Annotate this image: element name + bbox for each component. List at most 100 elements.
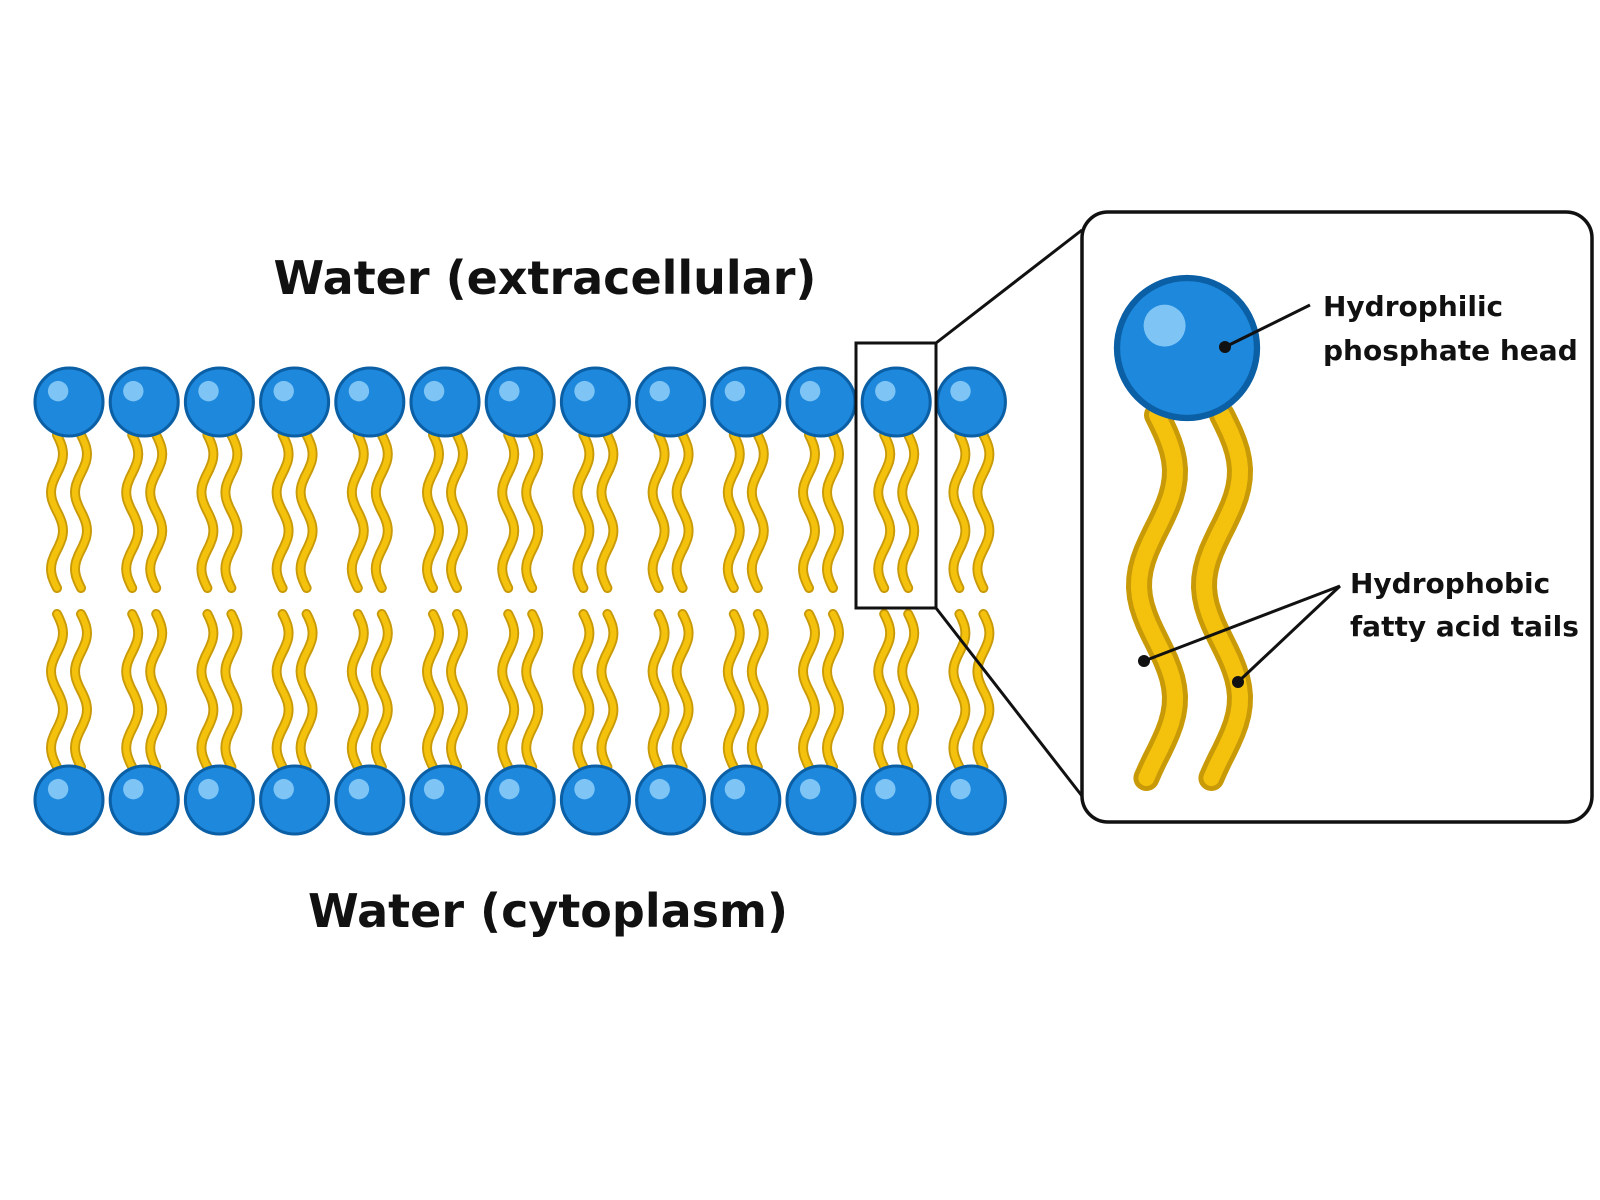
upper-tail-2a [123, 431, 142, 592]
tail-label-line-1: Hydrophobic [1350, 567, 1550, 600]
lower-head-13 [935, 764, 1007, 836]
lower-head-10 [710, 764, 782, 836]
upper-tail-10a [724, 431, 743, 592]
lower-tail-5a [348, 610, 367, 771]
upper-tail-11a [799, 431, 819, 592]
upper-head-3-highlight [198, 380, 219, 402]
lower-head-9-highlight [649, 778, 670, 800]
upper-head-2 [108, 366, 180, 438]
lower-tail-10a [724, 610, 743, 771]
upper-tail-13a [950, 431, 969, 592]
upper-head-12 [860, 366, 932, 438]
head-pointer [1224, 303, 1311, 349]
tail-pointer-dot-left [1138, 655, 1150, 667]
cytoplasm-water-label: Water (cytoplasm) [308, 884, 788, 938]
lower-tail-1a [47, 610, 67, 771]
head-label-line-1: Hydrophilic [1323, 290, 1503, 323]
lower-tail-6a [423, 610, 443, 771]
lower-tail-11b [823, 610, 843, 771]
upper-tail-12b [899, 431, 918, 592]
lower-head-7-highlight [499, 778, 520, 800]
lower-head-12-highlight [875, 778, 896, 800]
upper-tail-11b [823, 431, 843, 592]
lower-head-2 [108, 764, 180, 836]
tail-pointer-right [1236, 584, 1342, 684]
upper-head-4 [259, 366, 331, 438]
lower-head-4-highlight [273, 778, 294, 800]
upper-head-11 [785, 366, 857, 438]
lower-tail-9a [649, 610, 668, 771]
lower-tail-13a [950, 610, 969, 771]
inset-tail-right [1195, 406, 1249, 787]
upper-head-13 [935, 366, 1007, 438]
upper-tail-8a [574, 431, 593, 592]
lower-tail-12b [899, 610, 918, 771]
lower-head-5 [334, 764, 406, 836]
upper-head-5-highlight [348, 380, 370, 402]
upper-tail-2b [147, 431, 166, 592]
inset-tail-left [1130, 406, 1184, 787]
upper-tail-6b [447, 431, 467, 592]
upper-head-11-highlight [799, 380, 821, 402]
lower-head-11 [785, 764, 857, 836]
upper-tail-5a [348, 431, 367, 592]
upper-tail-1b [71, 431, 91, 592]
lower-head-2-highlight [123, 778, 144, 800]
inset-head [1113, 274, 1261, 422]
lower-head-4 [259, 764, 331, 836]
upper-tail-3a [198, 431, 217, 592]
head-pointer-dot [1219, 341, 1231, 353]
lower-head-6 [409, 764, 481, 836]
upper-tail-4b [297, 431, 316, 592]
upper-head-9 [635, 366, 707, 438]
tail-pointer-dot-right [1232, 676, 1244, 688]
lower-tail-11a [799, 610, 819, 771]
lower-tail-7a [499, 610, 518, 771]
upper-tail-9a [649, 431, 668, 592]
upper-head-10-highlight [724, 380, 746, 402]
lower-head-10-highlight [724, 778, 746, 800]
upper-head-2-highlight [123, 380, 144, 402]
zoom-line-top [935, 228, 1083, 345]
lower-head-3 [183, 764, 255, 836]
lower-tail-8b [598, 610, 617, 771]
upper-head-8 [559, 366, 631, 438]
lower-tail-12a [875, 610, 894, 771]
lower-tail-6b [447, 610, 467, 771]
upper-head-6 [409, 366, 481, 438]
lower-head-1-highlight [47, 778, 69, 800]
upper-head-7 [484, 366, 556, 438]
highlight-box [854, 341, 938, 610]
upper-tail-5b [372, 431, 391, 592]
lower-tail-7b [523, 610, 542, 771]
upper-tail-6a [423, 431, 443, 592]
lower-head-13-highlight [950, 778, 971, 800]
lower-tail-13b [974, 610, 993, 771]
upper-head-1-highlight [47, 380, 69, 402]
upper-head-9-highlight [649, 380, 670, 402]
lower-head-1 [33, 764, 105, 836]
lower-tail-2b [147, 610, 166, 771]
upper-head-13-highlight [950, 380, 971, 402]
upper-head-5 [334, 366, 406, 438]
upper-head-1 [33, 366, 105, 438]
lower-head-7 [484, 764, 556, 836]
upper-tail-7b [523, 431, 542, 592]
lower-tail-10b [748, 610, 767, 771]
lower-head-3-highlight [198, 778, 219, 800]
phospholipid-bilayer [33, 366, 1007, 836]
upper-head-12-highlight [875, 380, 896, 402]
lower-head-5-highlight [348, 778, 370, 800]
lower-head-8-highlight [574, 778, 595, 800]
lower-tail-3a [198, 610, 217, 771]
inset-head-highlight [1143, 304, 1186, 347]
lower-head-8 [559, 764, 631, 836]
upper-head-4-highlight [273, 380, 294, 402]
upper-tail-10b [748, 431, 767, 592]
zoomed-phospholipid [1113, 274, 1261, 791]
upper-head-7-highlight [499, 380, 520, 402]
upper-tail-7a [499, 431, 518, 592]
upper-head-6-highlight [423, 380, 445, 402]
extracellular-water-label: Water (extracellular) [274, 251, 817, 305]
